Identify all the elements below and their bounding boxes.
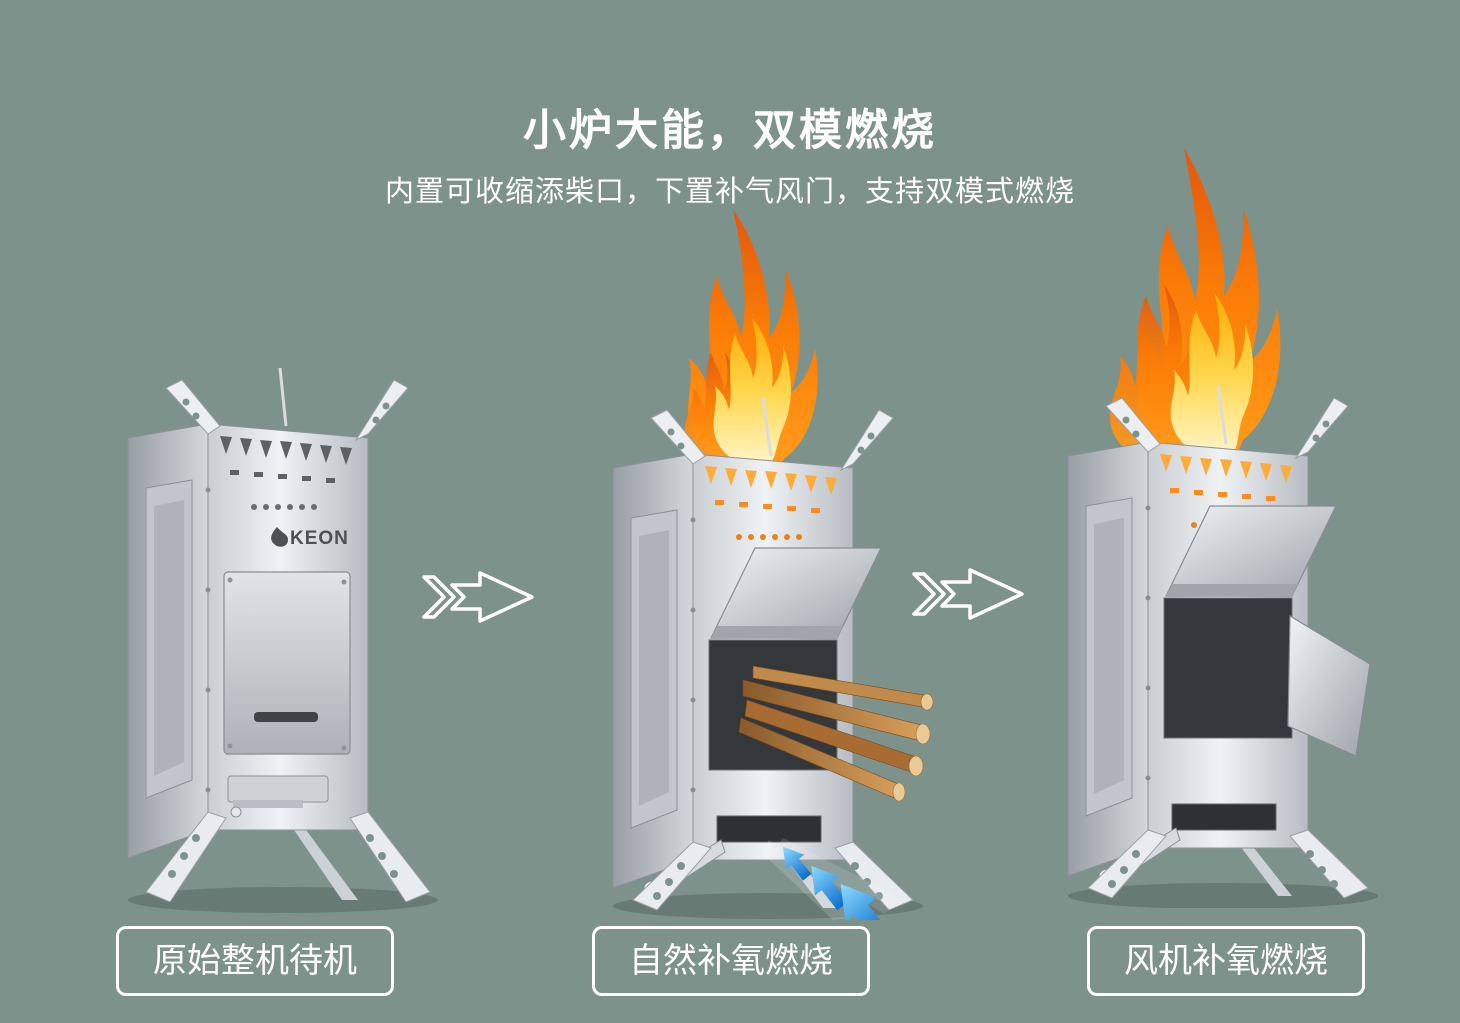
page-subtitle: 内置可收缩添柴口，下置补气风门，支持双模式燃烧 [384,176,1075,208]
stove-standby-illustration: KEON [127,367,438,913]
stage-label-natural-oxygen: 自然补氧燃烧 [592,926,870,996]
door-handle-slot [254,712,318,722]
stove-shadow [128,887,438,913]
bottom-air-vent-open [716,815,822,843]
keon-logo: KEON [271,527,349,549]
airflow-arrows [761,838,897,920]
stove-side-panel [1067,441,1149,877]
stove-rear-leg [294,830,358,900]
fuel-door-closed [223,571,351,755]
stove-side-panel [612,453,694,889]
stove-front-panel: KEON [205,423,369,831]
fuel-door-lid-open [1165,505,1337,597]
crown-vent-cutouts-glowing [705,466,837,513]
lifting-handles [650,409,894,472]
pot-support-rod [761,397,773,457]
stove-side-panel [127,423,209,859]
fuel-door-lid-open [710,547,882,639]
keon-logo-text: KEON [290,528,349,549]
page-title: 小炉大能，双模燃烧 [523,107,937,155]
feed-chute-flap [1287,614,1371,757]
stove-front-panel: KEON [643,453,933,896]
flame-graphic-large [1109,148,1281,465]
bottom-air-vent-open [1171,803,1277,831]
pot-support-rod [278,367,288,427]
stove-natural-burn-illustration: KEON [612,210,933,920]
stove-front-panel: KEON [1098,441,1371,884]
stove-rear-leg [1234,838,1292,896]
fuel-door-opening [1163,597,1293,739]
stove-legs [632,841,914,911]
edge-screws [205,487,211,793]
edge-screws [690,517,696,793]
air-holes-row [251,504,317,510]
edge-screws [1145,505,1151,781]
stage-label-fan-oxygen: 风机补氧燃烧 [1087,926,1365,996]
stove-legs [145,811,431,903]
air-holes-row [736,534,802,540]
logo-flame-icon [271,527,288,547]
crown-vent-cutouts-glowing [1160,454,1292,501]
flame-graphic [684,210,818,471]
stove-legs [1087,829,1369,899]
pot-support-rod [1216,385,1228,445]
lifting-handles [165,379,409,442]
crown-vent-cutouts [220,436,352,483]
firewood-bundle [738,665,933,802]
stage-label-standby: 原始整机待机 [116,926,394,996]
stove-shadow [1068,883,1378,908]
process-arrow-icon-2 [912,568,1024,620]
process-arrow-icon-1 [422,571,534,623]
bottom-damper [227,775,329,818]
stove-fan-burn-illustration: KEON [1067,148,1378,908]
lifting-handles [1105,397,1349,460]
